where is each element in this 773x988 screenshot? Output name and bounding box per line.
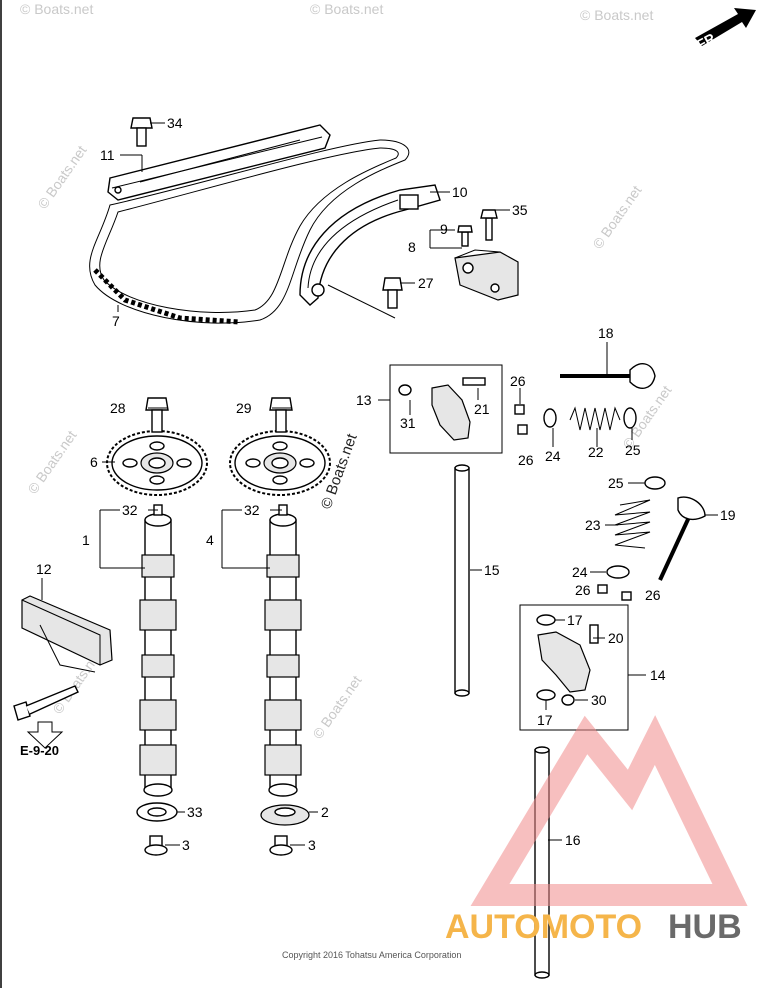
label-24-upper: 24 [545, 448, 561, 464]
label-31: 31 [400, 415, 416, 431]
watermark: © Boats.net [310, 1, 383, 17]
label-32-left: 32 [122, 502, 138, 518]
label-24-lower: 24 [572, 564, 588, 580]
label-25-lower: 25 [608, 475, 624, 491]
watermark: © Boats.net [20, 1, 93, 17]
plug-3-right [269, 835, 293, 856]
retainer-24-upper [543, 408, 557, 428]
camshaft-sprocket-left [106, 430, 208, 496]
watermark: © Boats.net [309, 672, 364, 741]
reference-label: E-9-20 [20, 743, 59, 758]
label-26-a: 26 [510, 373, 526, 389]
valve-19 [658, 496, 706, 581]
label-8: 8 [408, 239, 416, 255]
brand-name-part2: HUB [668, 908, 742, 946]
reference-arrow: E-9-20 [20, 721, 64, 758]
retainer-24-lower [606, 565, 630, 579]
watermark: © Boats.net [24, 427, 79, 496]
label-11: 11 [100, 147, 115, 163]
sprocket-bolt-29 [269, 397, 293, 433]
label-4: 4 [206, 532, 214, 548]
label-26-d: 26 [645, 587, 661, 603]
label-1: 1 [82, 532, 90, 548]
seat-25-upper [623, 407, 637, 429]
label-3-right: 3 [308, 837, 316, 853]
label-6: 6 [90, 454, 98, 470]
leader-lines [41, 122, 718, 846]
rocker-arm-assembly-14 [519, 604, 629, 731]
watermark: © Boats.net [580, 7, 653, 23]
watermarks: © Boats.net © Boats.net © Boats.net © Bo… [20, 1, 675, 742]
label-7: 7 [112, 313, 120, 329]
rocker-shaft-15 [454, 464, 470, 697]
label-3-left: 3 [182, 837, 190, 853]
label-17-lower: 17 [537, 712, 553, 728]
label-26-b: 26 [518, 452, 534, 468]
label-27: 27 [418, 275, 434, 291]
label-30: 30 [591, 692, 607, 708]
cotter-26 [514, 404, 632, 601]
camshaft-right [264, 504, 302, 797]
label-21: 21 [474, 401, 490, 417]
label-33: 33 [187, 804, 203, 820]
part-labels: 34 11 10 35 9 8 27 7 28 29 6 1 32 4 32 1… [36, 115, 736, 853]
watermark: © Boats.net [34, 142, 89, 211]
copyright-text: Copyright 2016 Tohatsu America Corporati… [282, 950, 461, 960]
seat-25-lower [644, 476, 666, 490]
label-34: 34 [167, 115, 183, 131]
chain-tensioner-guide [299, 184, 441, 306]
label-18: 18 [598, 325, 614, 341]
front-direction-arrow: FR. [694, 8, 756, 53]
label-16: 16 [565, 832, 581, 848]
label-23: 23 [585, 517, 601, 533]
valve-spring-23 [614, 499, 651, 549]
plate-2 [260, 804, 310, 826]
rocker-arm-assembly-13 [389, 364, 503, 454]
label-19: 19 [720, 507, 736, 523]
label-29: 29 [236, 400, 252, 416]
label-14: 14 [650, 667, 666, 683]
automotohub-logo: AUTOMOTO HUB [445, 715, 748, 946]
brand-name-part1: AUTOMOTO [445, 908, 642, 946]
label-35: 35 [512, 202, 528, 218]
bolt-34 [130, 117, 153, 147]
label-10: 10 [452, 184, 468, 200]
label-15: 15 [484, 562, 500, 578]
label-22: 22 [588, 444, 604, 460]
label-28: 28 [110, 400, 126, 416]
watermark: © Boats.net [589, 182, 644, 251]
chain-tensioner [454, 209, 519, 301]
oil-seal-33 [136, 802, 178, 822]
label-12: 12 [36, 561, 52, 577]
bolt-27 [382, 277, 403, 309]
camshaft-left [139, 504, 177, 797]
sprocket-bolt-28 [145, 397, 169, 433]
timing-chain [89, 139, 410, 325]
label-20: 20 [608, 630, 624, 646]
bracket-12 [21, 595, 113, 673]
label-2: 2 [321, 804, 329, 820]
camshaft-sprocket-right [229, 430, 331, 496]
bolt-long [13, 685, 79, 721]
label-17-upper: 17 [567, 612, 583, 628]
label-32-right: 32 [244, 502, 260, 518]
plug-3-left [144, 835, 168, 856]
label-25-upper: 25 [625, 442, 641, 458]
label-13: 13 [356, 392, 372, 408]
valve-18 [560, 363, 656, 389]
label-26-c: 26 [575, 582, 591, 598]
label-9: 9 [440, 221, 448, 237]
chain-guide-upper [107, 124, 331, 201]
valve-spring-22 [569, 406, 621, 431]
